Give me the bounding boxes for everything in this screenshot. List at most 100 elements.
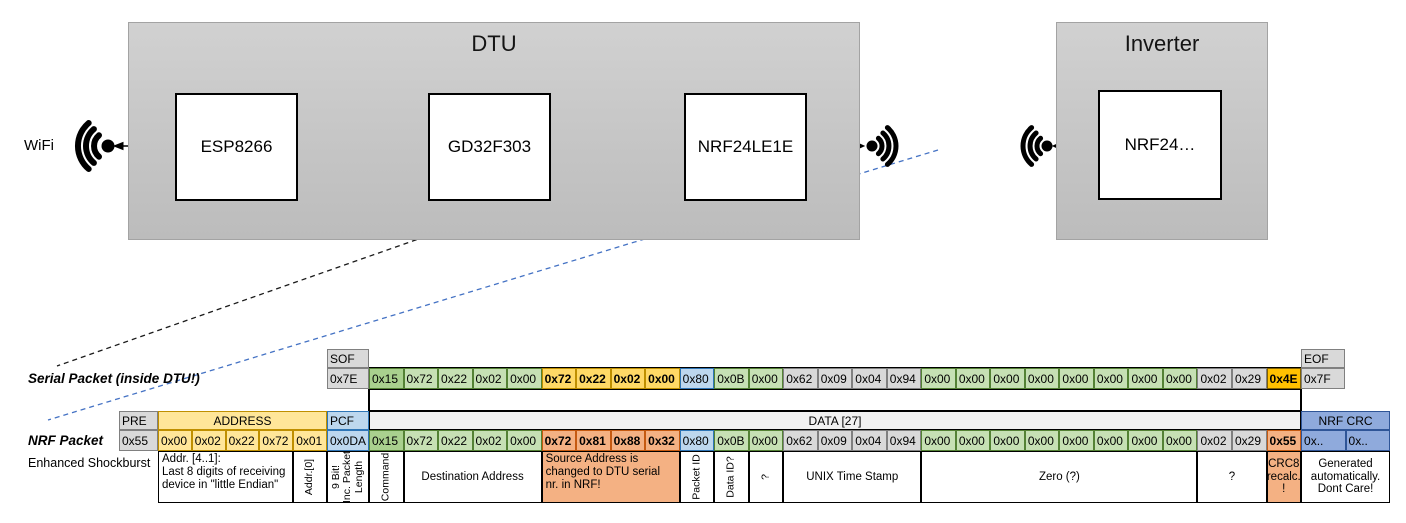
nrf-byte-cell: 0x04 <box>852 430 887 451</box>
annotation-cell: Destination Address <box>403 451 542 503</box>
field-header-cell: DATA [27] <box>369 411 1302 430</box>
nrf-byte-cell: 0x09 <box>817 430 853 451</box>
nrf-byte-cell: 0x22 <box>225 430 260 451</box>
annotation-cell: ? <box>748 451 784 503</box>
serial-byte-cell: 0x00 <box>1059 368 1094 389</box>
annotation-cell: UNIX Time Stamp <box>783 451 922 503</box>
nrf-byte-cell: 0x62 <box>783 430 818 451</box>
nrf-byte-cell: 0x.. <box>1345 430 1391 451</box>
nrf-byte-cell: 0x00 <box>158 430 192 451</box>
nrf-byte-cell: 0x81 <box>576 430 611 451</box>
serial-byte-cell: 0x62 <box>783 368 818 389</box>
eof-byte-cell: 0x7F <box>1301 368 1345 389</box>
serial-byte-cell: 0x94 <box>886 368 922 389</box>
serial-byte-cell: 0x22 <box>438 368 473 389</box>
nrf-byte-cell: 0x0B <box>714 430 749 451</box>
nrf-byte-cell: 0x80 <box>679 430 715 451</box>
serial-byte-cell: 0x0B <box>714 368 749 389</box>
serial-byte-cell: 0x00 <box>507 368 542 389</box>
nrf-byte-cell: 0x00 <box>1162 430 1198 451</box>
nrf-byte-cell: 0x72 <box>403 430 439 451</box>
serial-byte-cell: 0x00 <box>990 368 1025 389</box>
eof-header-cell: EOF <box>1301 349 1345 368</box>
nrf-byte-cell: 0x02 <box>1197 430 1232 451</box>
serial-byte-cell: 0x00 <box>921 368 956 389</box>
serial-byte-cell: 0x02 <box>610 368 646 389</box>
chip-esp8266: ESP8266 <box>175 93 298 201</box>
annotation-cell: CRC8 recalc. ! <box>1266 451 1302 503</box>
serial-byte-cell: 0x09 <box>817 368 853 389</box>
enhanced-shockburst-label: Enhanced Shockburst <box>28 456 151 470</box>
serial-byte-cell: 0x15 <box>369 368 404 389</box>
field-header-cell: NRF CRC <box>1301 411 1391 430</box>
serial-byte-cell: 0x22 <box>576 368 611 389</box>
nrf-byte-cell: 0x00 <box>1128 430 1163 451</box>
sof-byte-cell: 0x7E <box>327 368 369 389</box>
chip-gd32f303: GD32F303 <box>428 93 551 201</box>
annotation-cell: 9 Bit! Inc. Packet Length <box>327 451 369 503</box>
nrf-byte-cell: 0x72 <box>541 430 577 451</box>
annotation-cell: Packet ID <box>679 451 715 503</box>
serial-byte-cell: 0x02 <box>472 368 508 389</box>
field-header-cell: ADDRESS <box>158 411 327 430</box>
nrf-byte-cell: 0x.. <box>1301 430 1346 451</box>
nrf-byte-cell: 0x55 <box>1266 430 1302 451</box>
serial-byte-cell: 0x80 <box>679 368 715 389</box>
serial-byte-cell: 0x72 <box>403 368 439 389</box>
wifi-icon-dtu <box>866 125 899 167</box>
serial-byte-cell: 0x02 <box>1197 368 1232 389</box>
field-header-cell: PCF <box>327 411 369 430</box>
nrf-byte-cell: 0x00 <box>1059 430 1094 451</box>
nrf-byte-cell: 0x88 <box>610 430 646 451</box>
wifi-label: WiFi <box>24 137 54 154</box>
serial-byte-cell: 0x00 <box>1128 368 1163 389</box>
nrf-byte-cell: 0x00 <box>507 430 542 451</box>
annotation-cell: Command <box>369 451 404 503</box>
dashed-line-serial <box>56 170 613 367</box>
nrf-byte-cell: 0x22 <box>438 430 473 451</box>
chip-nrf24le1e: NRF24LE1E <box>684 93 807 201</box>
nrf-byte-cell: 0x0DA <box>327 430 369 451</box>
nrf-byte-cell: 0x00 <box>921 430 956 451</box>
serial-byte-cell: 0x00 <box>1162 368 1198 389</box>
annotation-cell: Generated automatically. Dont Care! <box>1301 451 1391 503</box>
wifi-icon-left <box>74 120 115 172</box>
nrf-byte-cell: 0x72 <box>259 430 294 451</box>
annotation-cell: Source Address is changed to DTU serial … <box>541 451 680 503</box>
inverter-title: Inverter <box>1124 31 1200 56</box>
annotation-cell: Data ID? <box>714 451 749 503</box>
sof-header-cell: SOF <box>327 349 369 368</box>
serial-byte-cell: 0x00 <box>955 368 991 389</box>
nrf-byte-cell: 0x55 <box>119 430 158 451</box>
serial-byte-cell: 0x72 <box>541 368 577 389</box>
nrf-byte-cell: 0x01 <box>293 430 327 451</box>
nrf-byte-cell: 0x15 <box>369 430 404 451</box>
serial-byte-cell: 0x00 <box>1093 368 1129 389</box>
serial-packet-label: Serial Packet (inside DTU!) <box>28 371 200 386</box>
annotation-cell: ? <box>1197 451 1267 503</box>
nrf-byte-cell: 0x00 <box>990 430 1025 451</box>
serial-byte-cell: 0x4E <box>1266 368 1302 389</box>
annotation-cell: Addr. [4..1]: Last 8 digits of receiving… <box>158 451 294 503</box>
nrf-byte-cell: 0x02 <box>191 430 226 451</box>
dtu-title: DTU <box>471 31 517 56</box>
serial-byte-cell: 0x00 <box>748 368 784 389</box>
nrf-byte-cell: 0x29 <box>1232 430 1267 451</box>
wifi-icon-inverter <box>1020 125 1053 167</box>
nrf-byte-cell: 0x00 <box>1024 430 1060 451</box>
field-header-cell: PRE <box>119 411 158 430</box>
serial-byte-cell: 0x29 <box>1232 368 1267 389</box>
serial-byte-cell: 0x00 <box>645 368 680 389</box>
nrf-byte-cell: 0x00 <box>748 430 784 451</box>
nrf-byte-cell: 0x94 <box>886 430 922 451</box>
nrf-byte-cell: 0x00 <box>955 430 991 451</box>
nrf-byte-cell: 0x02 <box>472 430 508 451</box>
nrf-byte-cell: 0x32 <box>645 430 680 451</box>
serial-byte-cell: 0x00 <box>1024 368 1060 389</box>
nrf-byte-cell: 0x00 <box>1093 430 1129 451</box>
nrf-packet-label: NRF Packet <box>28 433 104 448</box>
serial-byte-cell: 0x04 <box>852 368 887 389</box>
annotation-cell: Zero (?) <box>921 451 1198 503</box>
chip-nrf24-inverter: NRF24… <box>1098 90 1222 200</box>
